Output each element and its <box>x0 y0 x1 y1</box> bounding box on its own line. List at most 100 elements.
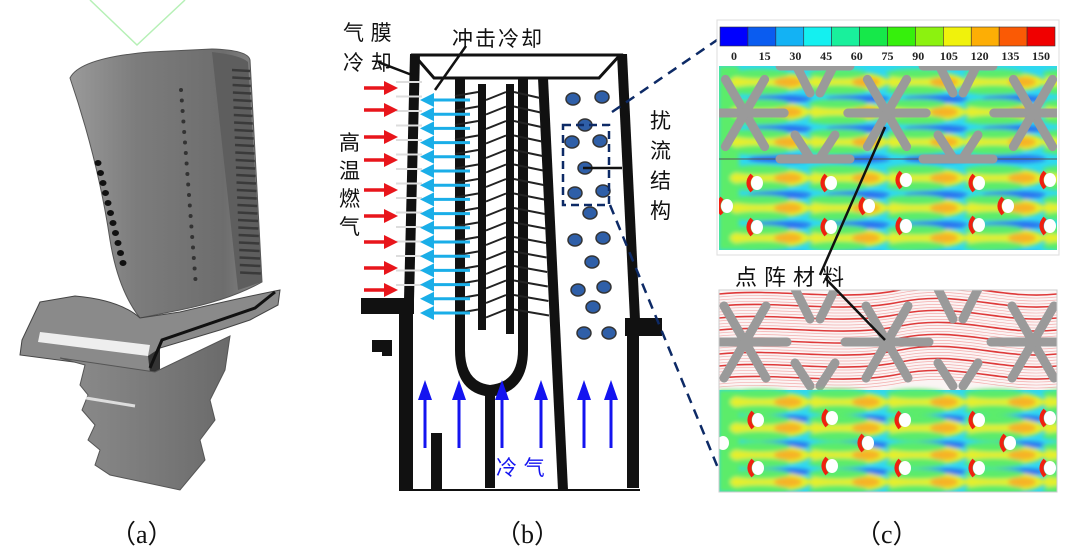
contour-region <box>774 233 802 243</box>
turbulator-pin <box>576 326 592 340</box>
slot <box>237 196 257 200</box>
contour-region <box>1042 165 1057 175</box>
streamline <box>719 297 1057 308</box>
colorbar-tick-label: 45 <box>820 49 832 63</box>
outer-wall-left <box>404 54 420 300</box>
contour-region <box>730 405 790 415</box>
contour-region <box>852 173 880 183</box>
slot <box>239 256 261 260</box>
rib <box>513 134 543 143</box>
contour-region <box>730 195 790 205</box>
contour-region <box>930 397 958 407</box>
coolant-arrow-head <box>420 149 434 164</box>
lattice-strut <box>933 290 958 324</box>
label-turbulators-2: 流 <box>650 139 671 163</box>
colorbar-swatch <box>887 26 916 47</box>
rib <box>454 221 479 228</box>
contour-region <box>964 485 1024 492</box>
contour-region <box>808 485 868 492</box>
contour-region <box>886 99 946 109</box>
label-cold-air: 冷 气 <box>496 456 545 480</box>
rib <box>513 207 545 215</box>
streamline <box>719 290 1057 299</box>
cooling-hole <box>190 235 195 239</box>
cooling-hole <box>99 180 107 186</box>
coolant-arrow-head <box>420 178 434 193</box>
hot-spot <box>857 433 865 453</box>
contour-region <box>1060 95 1080 103</box>
contour-region <box>808 469 868 479</box>
cooling-hole <box>191 256 196 260</box>
label-hot-gas-2: 温 <box>339 159 360 183</box>
slot <box>238 233 259 238</box>
contour-region <box>774 423 802 433</box>
slot <box>232 76 251 80</box>
slot <box>234 128 254 133</box>
coolant-arrow-head <box>420 220 434 235</box>
rib <box>513 221 546 230</box>
lattice-leader-1 <box>818 126 887 276</box>
contour-region <box>852 397 880 407</box>
blade-root <box>59 335 231 491</box>
lattice-strut <box>815 130 840 163</box>
contour-region <box>964 195 1024 205</box>
label-hot-gas-3: 燃 <box>339 187 360 211</box>
turbulator-pin <box>592 134 608 148</box>
rib <box>513 105 541 114</box>
rib <box>513 279 548 288</box>
hot-spot <box>746 173 754 193</box>
lattice-strut <box>958 290 983 324</box>
contour-region <box>774 203 802 213</box>
lattice-strut <box>861 301 913 383</box>
contour-region <box>964 69 1024 79</box>
contour-region <box>1042 195 1057 205</box>
blade-airfoil <box>69 48 263 319</box>
slot <box>233 98 252 103</box>
rib <box>513 308 550 317</box>
label-film-cooling-2: 冷 却 <box>343 51 392 75</box>
hot-gas-arrow-head <box>384 103 398 117</box>
turbulator-pin <box>567 233 583 247</box>
colorbar-tick-label: 120 <box>971 49 989 63</box>
pin-hole <box>899 413 911 427</box>
slot <box>238 226 259 230</box>
streamline <box>719 301 1057 311</box>
cooling-hole <box>104 200 112 206</box>
contour-region <box>774 173 802 183</box>
coolant-arrows <box>420 93 470 320</box>
slot <box>234 136 254 140</box>
contour-region <box>1042 389 1057 399</box>
pin-hole <box>899 461 911 475</box>
turbulator-pin <box>584 255 600 269</box>
contour-region <box>808 241 868 250</box>
contour-region <box>982 495 1046 503</box>
decorative-chevron <box>89 0 186 47</box>
contour-region <box>808 389 868 399</box>
contour-region <box>930 203 958 213</box>
cooling-hole <box>107 210 114 216</box>
turbulator-pin <box>596 280 612 294</box>
rib <box>485 149 507 159</box>
colorbar-swatch <box>719 26 749 47</box>
slot <box>239 248 260 253</box>
hot-gas-arrow-head <box>384 130 398 144</box>
rib <box>513 163 544 172</box>
contour-region <box>808 405 868 415</box>
label-hot-gas-1: 高 <box>339 131 360 155</box>
streamline <box>719 369 1057 380</box>
colorbar-tick-label: 75 <box>882 49 894 63</box>
rib <box>485 192 507 203</box>
coolant-arrow-head <box>420 192 434 207</box>
colorbar-tick-label: 135 <box>1001 49 1019 63</box>
hot-spot <box>968 215 976 235</box>
contour-region <box>886 225 946 235</box>
cold-air-arrow-head <box>495 380 509 400</box>
rib <box>485 265 507 275</box>
rib <box>454 149 479 155</box>
rib <box>485 308 507 319</box>
cooling-holes-row-1 <box>94 160 127 266</box>
colorbar-swatch <box>1026 26 1056 47</box>
rib <box>485 120 507 130</box>
cooling-hole <box>102 190 109 196</box>
